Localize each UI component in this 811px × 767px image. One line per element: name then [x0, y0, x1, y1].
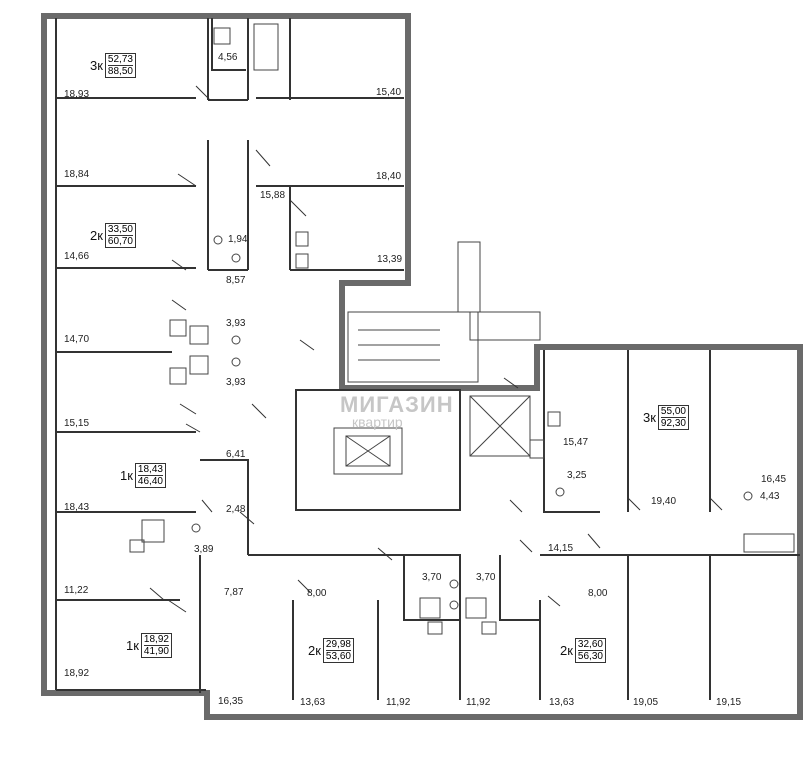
living-area: 18,43	[137, 464, 163, 476]
room-area: 4,43	[760, 491, 780, 502]
room-area: 19,40	[651, 496, 677, 507]
total-area: 60,70	[107, 236, 133, 247]
room-area: 15,88	[260, 190, 286, 201]
room-area: 18,43	[64, 502, 90, 513]
apartment-type: 1к	[120, 468, 133, 483]
room-area: 3,25	[567, 470, 587, 481]
room-area: 15,40	[376, 87, 402, 98]
room-area: 18,40	[376, 171, 402, 182]
room-area: 16,45	[761, 474, 787, 485]
living-area: 33,50	[107, 224, 133, 236]
room-area: 6,41	[226, 449, 246, 460]
apartment-type: 2к	[308, 643, 321, 658]
total-area: 92,30	[660, 418, 686, 429]
living-area: 52,73	[107, 54, 133, 66]
room-area: 11,92	[466, 697, 491, 708]
room-area: 7,87	[224, 587, 244, 598]
watermark-subtitle: квартир	[352, 414, 403, 430]
room-area: 19,05	[633, 697, 659, 708]
room-area: 15,15	[64, 418, 90, 429]
room-area: 19,15	[716, 697, 742, 708]
room-area: 8,00	[307, 588, 327, 599]
apartment-label-1k-bottom: 1к 18,92 41,90	[126, 633, 172, 658]
total-area: 41,90	[143, 646, 169, 657]
room-area: 18,93	[64, 89, 90, 100]
room-area: 11,92	[386, 697, 411, 708]
room-area: 13,63	[300, 697, 326, 708]
bathroom-fixtures	[129, 23, 795, 635]
room-area: 15,47	[563, 437, 589, 448]
elevator-shaft	[333, 395, 531, 475]
apartment-areas: 33,50 60,70	[104, 223, 136, 248]
room-area: 8,00	[588, 588, 608, 599]
total-area: 46,40	[137, 476, 163, 487]
room-area: 11,22	[64, 585, 89, 596]
room-area: 3,93	[226, 318, 246, 329]
apartment-label-3k-right: 3к 55,00 92,30	[643, 405, 689, 430]
room-area: 16,35	[218, 696, 244, 707]
living-area: 32,60	[577, 639, 603, 651]
living-area: 29,98	[325, 639, 351, 651]
watermark-title: МИГАЗИН	[340, 392, 454, 417]
room-area: 4,56	[218, 52, 238, 63]
apartment-areas: 29,98 53,60	[322, 638, 354, 663]
apartment-type: 3к	[643, 410, 656, 425]
apartment-areas: 18,43 46,40	[134, 463, 166, 488]
inner-walls	[55, 18, 800, 700]
living-area: 55,00	[660, 406, 686, 418]
apartment-label-2k-bottom-left: 2к 29,98 53,60	[308, 638, 354, 663]
room-area: 1,94	[228, 234, 248, 245]
apartment-areas: 32,60 56,30	[574, 638, 606, 663]
room-area: 18,92	[64, 668, 90, 679]
room-area: 3,70	[422, 572, 442, 583]
apartment-areas: 52,73 88,50	[104, 53, 136, 78]
total-area: 56,30	[577, 651, 603, 662]
apartment-label-2k-left: 2к 33,50 60,70	[90, 223, 136, 248]
total-area: 88,50	[107, 66, 133, 77]
living-area: 18,92	[143, 634, 169, 646]
apartment-type: 1к	[126, 638, 139, 653]
outer-walls	[41, 13, 803, 720]
room-area: 3,89	[194, 544, 214, 555]
room-area: 14,66	[64, 251, 90, 262]
room-area: 13,39	[377, 254, 403, 265]
watermark: МИГАЗИН квартир	[340, 392, 454, 430]
apartment-areas: 18,92 41,90	[140, 633, 172, 658]
doors	[149, 85, 723, 613]
room-area: 3,93	[226, 377, 246, 388]
room-area: 3,70	[476, 572, 496, 583]
apartment-label-3k-top-left: 3к 52,73 88,50	[90, 53, 136, 78]
apartment-type: 2к	[90, 228, 103, 243]
room-area: 18,84	[64, 169, 90, 180]
apartment-type: 3к	[90, 58, 103, 73]
stairwell	[347, 241, 541, 383]
apartment-type: 2к	[560, 643, 573, 658]
apartment-label-2k-bottom-right: 2к 32,60 56,30	[560, 638, 606, 663]
total-area: 53,60	[325, 651, 351, 662]
room-area: 8,57	[226, 275, 246, 286]
room-area: 14,15	[548, 543, 574, 554]
room-area: 2,48	[226, 504, 246, 515]
apartment-areas: 55,00 92,30	[657, 405, 689, 430]
room-area: 13,63	[549, 697, 575, 708]
room-area: 14,70	[64, 334, 90, 345]
apartment-label-1k-middle: 1к 18,43 46,40	[120, 463, 166, 488]
